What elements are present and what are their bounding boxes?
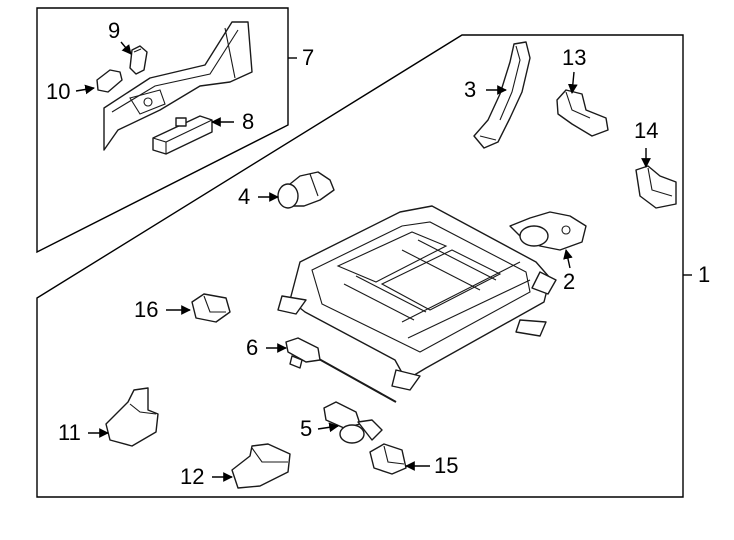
leader-5: [317, 422, 339, 433]
callout-8: 8: [242, 109, 254, 134]
part-15-connector: [369, 443, 407, 475]
part-13-bracket: [556, 89, 609, 137]
callout-6: 6: [246, 335, 258, 360]
part-10-cap: [96, 69, 123, 93]
callout-13: 13: [562, 45, 586, 70]
part-11-cover: [105, 387, 159, 447]
callout-11: 11: [58, 420, 81, 445]
part-16-module: [191, 293, 231, 323]
leader-9: [120, 41, 132, 55]
callout-12: 12: [180, 464, 204, 489]
leader-10: [75, 84, 95, 95]
part-3-trim: [473, 41, 531, 149]
callout-3: 3: [464, 77, 476, 102]
leader-13: [567, 71, 578, 94]
callout-16: 16: [134, 297, 158, 322]
callout-7: 7: [302, 45, 314, 70]
side-shield: [103, 21, 253, 151]
part-14-clip: [635, 165, 677, 209]
callout-4: 4: [238, 184, 250, 209]
callout-5: 5: [300, 416, 312, 441]
callout-9: 9: [108, 18, 120, 43]
callout-1: 1: [698, 262, 710, 287]
seat-frame: [277, 205, 557, 391]
part-12-cover: [231, 443, 291, 489]
part-4-motor: [277, 171, 335, 209]
part-5-motor: [323, 401, 383, 444]
part-9-knob: [129, 45, 148, 75]
part-2-actuator: [509, 211, 587, 251]
callout-2: 2: [563, 269, 575, 294]
callout-10: 10: [46, 79, 70, 104]
leader-2: [563, 249, 573, 269]
part-6-cable: [285, 337, 397, 403]
callout-14: 14: [634, 118, 658, 143]
main-frame-1: [36, 34, 684, 498]
part-8-switch: [152, 115, 213, 155]
inset-frame-7: [36, 7, 289, 254]
callout-15: 15: [434, 453, 458, 478]
